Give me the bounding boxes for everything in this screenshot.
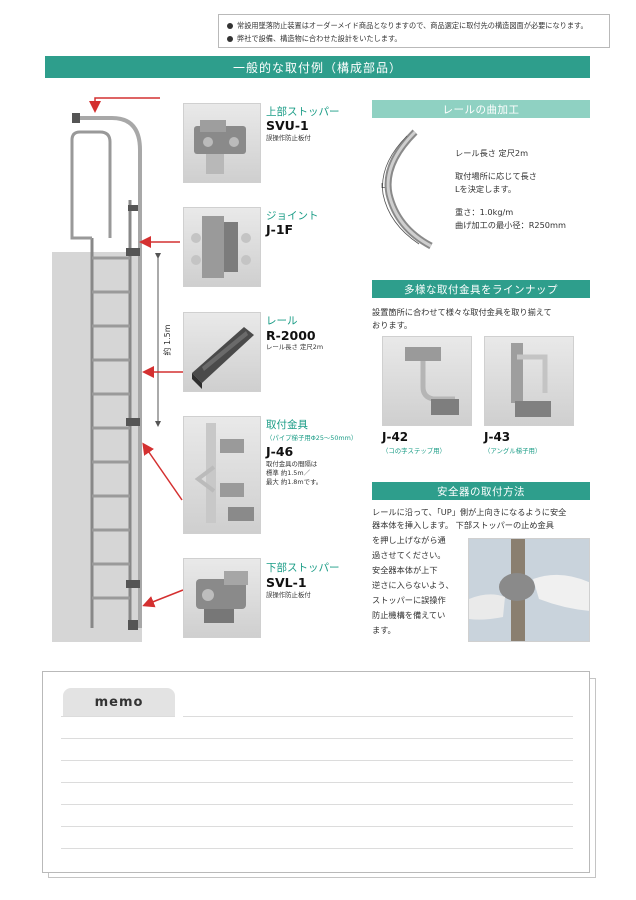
ladder-diagram: 約 1.5m: [52, 97, 185, 642]
part-title-fitting: 取付金具: [266, 419, 308, 431]
heading-fittings: 多様な取付金具をラインナップ: [372, 280, 590, 298]
photo-j43: [484, 336, 574, 426]
memo-line: [183, 716, 573, 717]
part-note-fitting: 標準 約1.5m／: [266, 469, 310, 477]
install-text: ます。: [372, 625, 396, 635]
memo-line: [61, 782, 573, 783]
photo-fitting-j46: [183, 416, 261, 534]
part-note-upper-stopper: 誤操作防止板付: [266, 134, 311, 142]
photo-rail: [183, 312, 261, 392]
fitting-caption-j43: （アングル梯子用）: [484, 447, 542, 455]
notice-box: 常設用墜落防止装置はオーダーメイド商品となりますので、商品選定に取付先の構造図面…: [218, 14, 610, 48]
spacing-label: 約 1.5m: [162, 324, 172, 355]
memo-line: [61, 738, 573, 739]
L-label: L: [381, 182, 385, 190]
fitting-code-j42: J-42: [382, 430, 409, 444]
memo-area: memo: [42, 671, 590, 873]
part-subtitle-fitting: （パイプ梯子用Φ25～50mm）: [266, 434, 358, 442]
heading-rail-bending: レールの曲加工: [372, 100, 590, 118]
fittings-intro: おります。: [372, 320, 413, 330]
bullet-icon: [227, 35, 233, 42]
photo-upper-stopper: [183, 103, 261, 183]
part-note-fitting: 取付金具の間隔は: [266, 460, 318, 468]
memo-label: memo: [63, 688, 175, 716]
memo-line: [61, 760, 573, 761]
part-title-upper-stopper: 上部ストッパー: [266, 106, 340, 118]
bullet-icon: [227, 22, 233, 29]
bent-rail-illustration: [382, 129, 433, 250]
rail-bending-text: 取付場所に応じて長さ: [455, 171, 537, 181]
fitting-code-j43: J-43: [484, 430, 511, 444]
part-code-fitting: J-46: [266, 444, 294, 459]
notice-line: 弊社で設備、構造物に合わせた設計をいたします。: [227, 32, 601, 45]
heading-install: 安全器の取付方法: [372, 482, 590, 500]
part-note-lower-stopper: 誤操作防止板付: [266, 591, 311, 599]
rail-bending-text: Lを決定します。: [455, 184, 517, 194]
install-text: 逆さに入らないよう、: [372, 580, 454, 590]
part-code-upper-stopper: SVU-1: [266, 118, 309, 133]
memo-line: [61, 804, 573, 805]
top-stopper-mark: [72, 113, 80, 123]
part-code-joint: J-1F: [266, 222, 294, 237]
install-text: を押し上げながら通: [372, 535, 446, 545]
rail-bending-text: 曲げ加工の最小径：R250mm: [455, 220, 566, 230]
section-banner: 一般的な取付例（構成部品）: [45, 56, 590, 78]
part-code-rail: R-2000: [266, 328, 316, 343]
photo-install: [468, 538, 590, 642]
install-text: 器本体を挿入します。 下部ストッパーの止め金具: [372, 520, 554, 530]
part-note-fitting: 最大 約1.8mです。: [266, 478, 323, 486]
photo-lower-stopper: [183, 558, 261, 638]
arrow-bottom-stopper: [142, 589, 184, 608]
part-title-rail: レール: [266, 315, 298, 327]
memo-line: [61, 848, 573, 849]
fittings-intro: 設置箇所に合わせて様々な取付金具を取り揃えて: [372, 307, 552, 317]
wall: [52, 252, 142, 642]
fitting-caption-j42: （コの字ステップ用）: [382, 447, 446, 455]
arrow-fitting: [142, 442, 183, 501]
rail-bending-text: レール長さ 定尺2m: [455, 148, 529, 158]
photo-j42: [382, 336, 472, 426]
notice-line: 常設用墜落防止装置はオーダーメイド商品となりますので、商品選定に取付先の構造図面…: [227, 19, 601, 32]
memo-line: [61, 716, 175, 717]
memo-line: [61, 826, 573, 827]
install-text: レールに沿って、「UP」側が上向きになるように安全: [372, 507, 567, 517]
part-code-lower-stopper: SVL-1: [266, 575, 307, 590]
install-text: 防止機構を備えてい: [372, 610, 446, 620]
install-text: 安全器本体が上下: [372, 565, 438, 575]
part-title-lower-stopper: 下部ストッパー: [266, 562, 340, 574]
part-title-joint: ジョイント: [266, 210, 319, 222]
arrow-top-stopper: [89, 97, 160, 113]
rail-bending-text: 重さ：1.0kg/m: [455, 207, 514, 217]
install-text: ストッパーに誤操作: [372, 595, 446, 605]
photo-joint: [183, 207, 261, 287]
install-text: 過させてください。: [372, 550, 446, 560]
bottom-stopper-mark: [128, 620, 138, 630]
part-note-rail: レール長さ 定尺2m: [266, 343, 324, 351]
